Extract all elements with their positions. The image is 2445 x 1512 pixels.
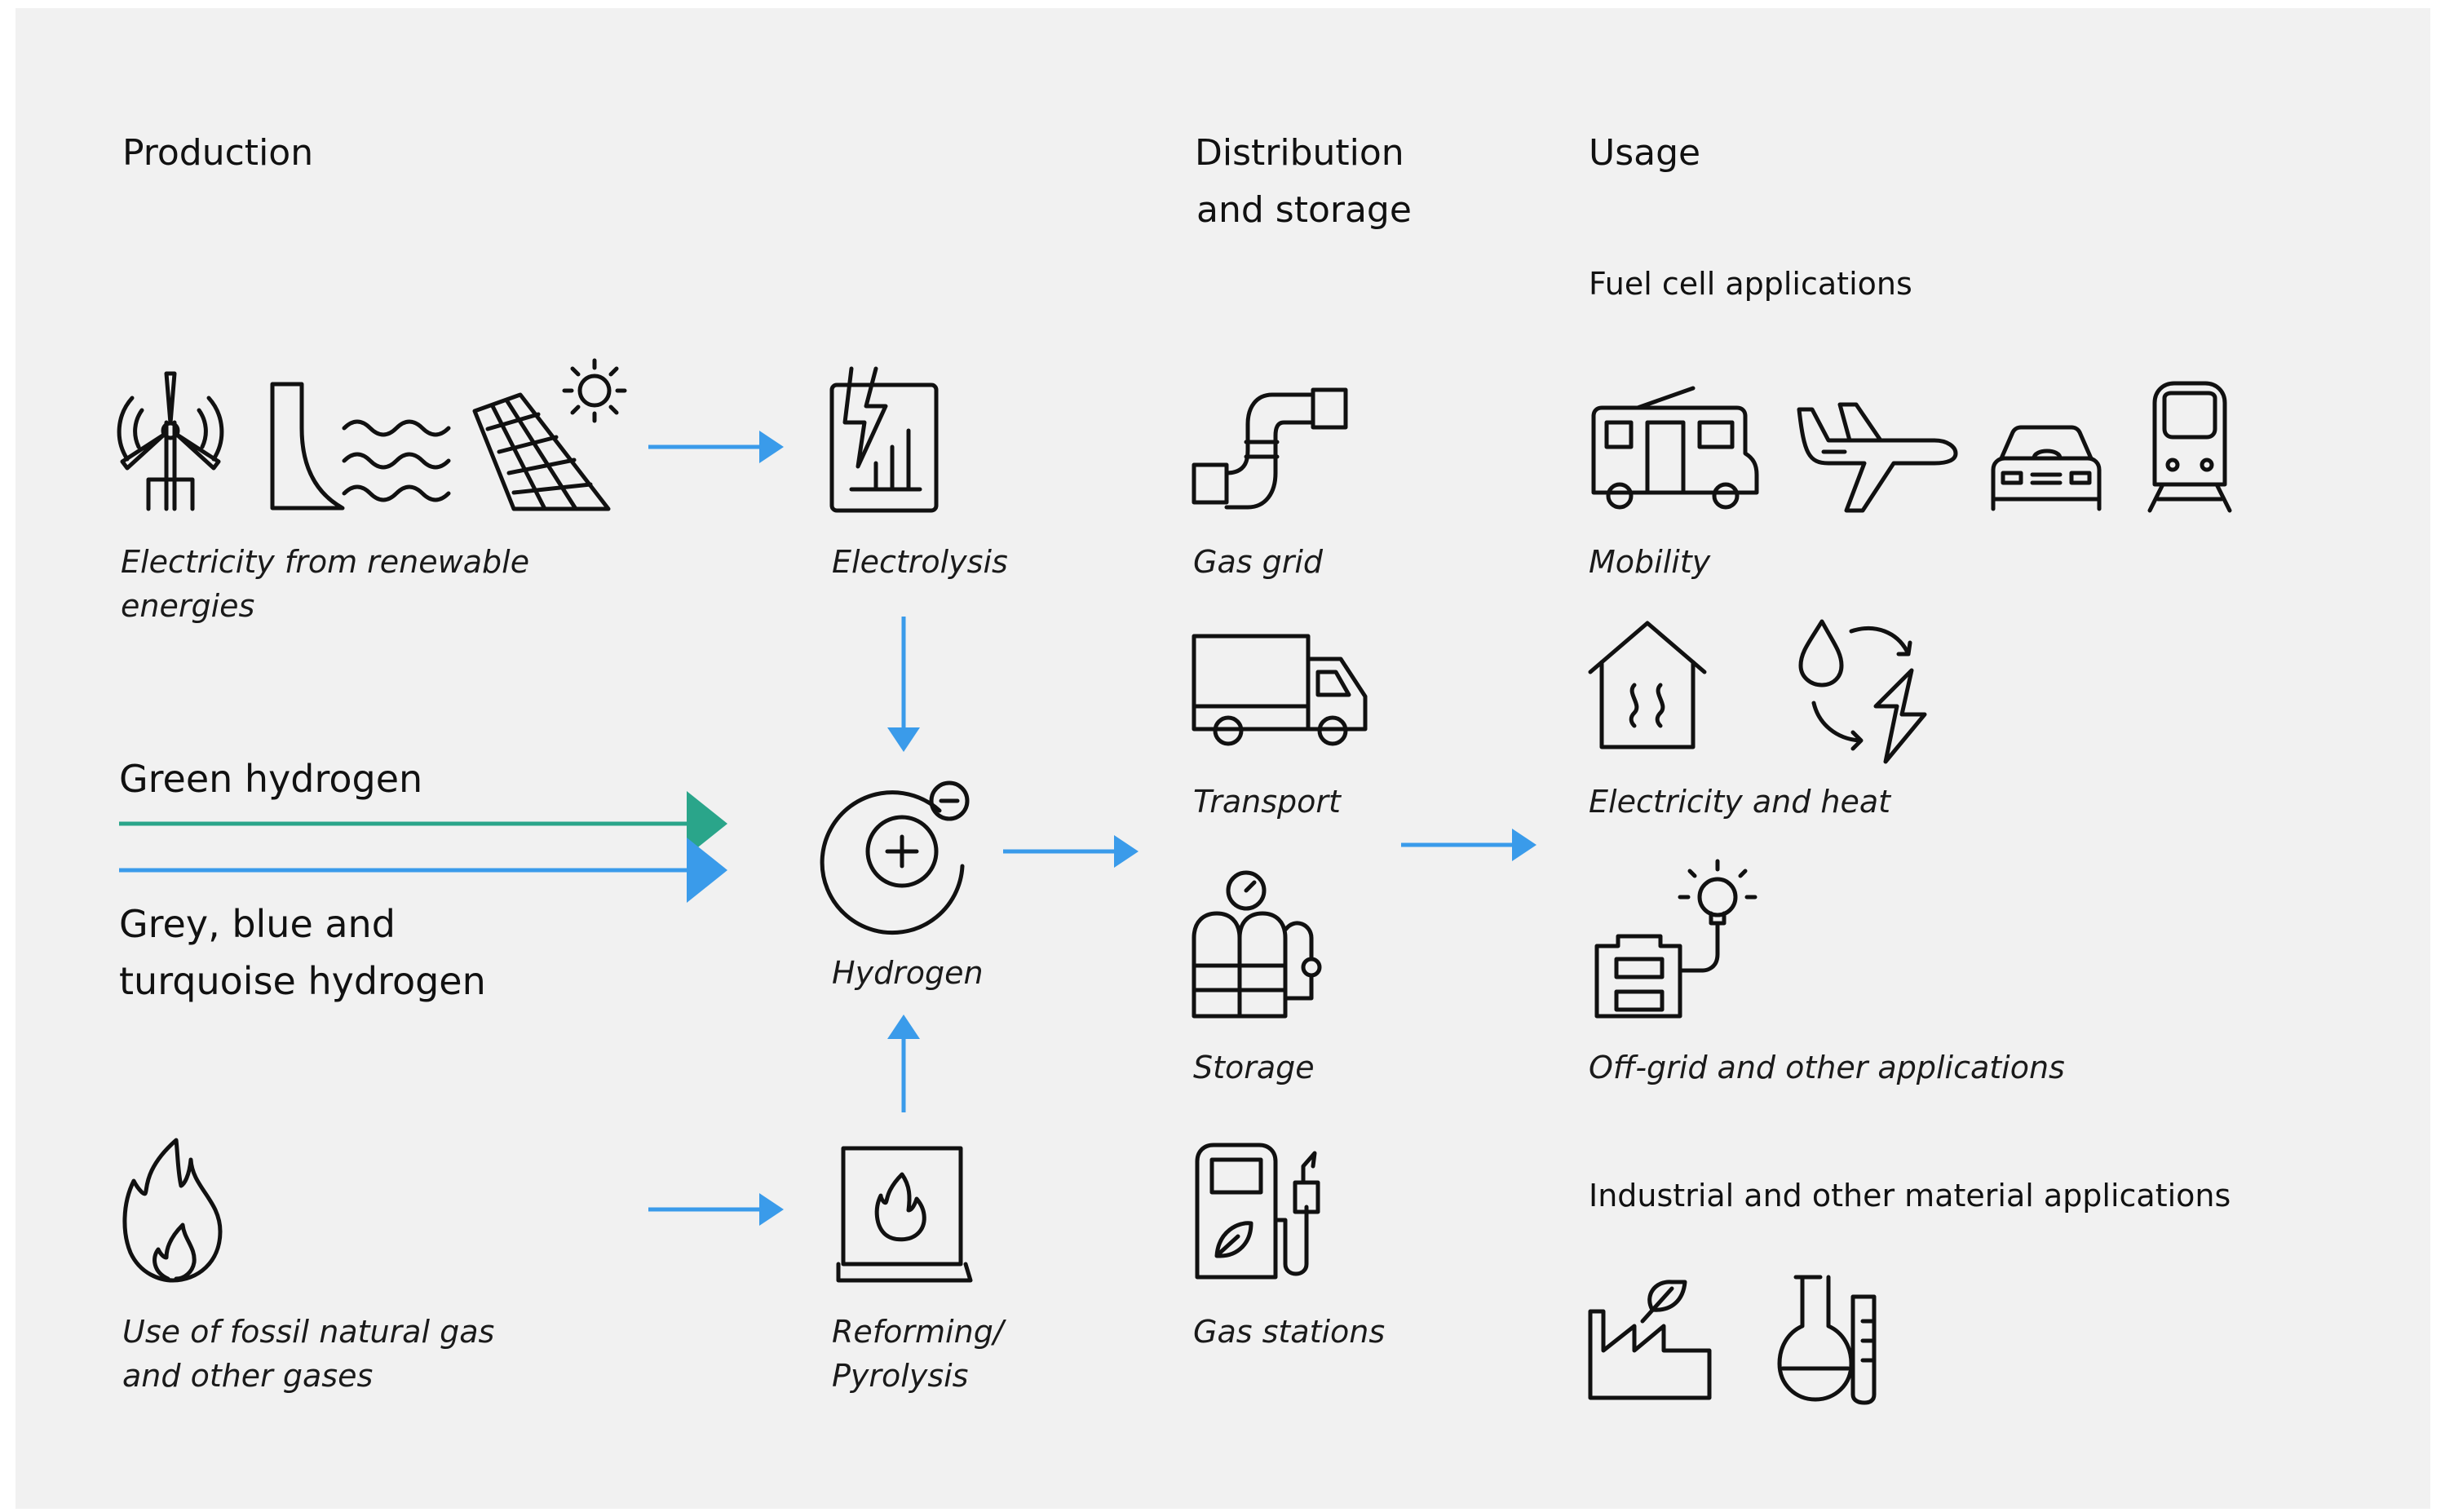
arrow-renewables-to-electrolysis <box>648 431 784 463</box>
reforming-caption-line2: Pyrolysis <box>832 1358 969 1394</box>
storage-caption: Storage <box>1193 1050 1315 1085</box>
green-arrow-head <box>687 791 727 856</box>
mobility-caption: Mobility <box>1589 544 1711 580</box>
grey-hydrogen-label-line2: turquoise hydrogen <box>119 959 486 1003</box>
green-hydrogen-label: Green hydrogen <box>119 757 423 801</box>
transport-caption: Transport <box>1193 784 1341 820</box>
renewables-caption-line2: energies <box>121 588 255 624</box>
hydro-dam-icon <box>270 382 451 511</box>
hydrogen-atom-icon <box>820 780 970 935</box>
solar-panel-icon <box>472 392 611 511</box>
arrow-fossil-to-reforming <box>648 1193 784 1226</box>
sun-icon <box>562 358 627 423</box>
distribution-heading-line2: and storage <box>1196 189 1412 231</box>
airplane-icon <box>1797 402 1958 513</box>
usage-heading: Usage <box>1589 132 1701 174</box>
electrolysis-icon <box>829 366 939 513</box>
reforming-caption-line1: Reforming/ <box>832 1314 1004 1350</box>
train-icon <box>2147 381 2232 513</box>
pipe-icon <box>1192 387 1348 510</box>
fuel-pump-icon <box>1195 1143 1320 1280</box>
electricity-heat-caption: Electricity and heat <box>1589 784 1891 820</box>
grey-hydrogen-label-line1: Grey, blue and <box>119 902 396 946</box>
distribution-heading-line1: Distribution <box>1195 132 1404 174</box>
electrolysis-caption: Electrolysis <box>832 544 1008 580</box>
fossil-caption-line2: and other gases <box>122 1358 374 1394</box>
generator-bulb-icon <box>1594 859 1757 1019</box>
car-icon <box>1991 425 2102 511</box>
water-electricity-cycle-icon <box>1798 619 1927 764</box>
arrow-hydrogen-to-distribution <box>1003 835 1138 868</box>
fuel-cell-heading: Fuel cell applications <box>1589 266 1912 302</box>
fossil-caption-line1: Use of fossil natural gas <box>122 1314 495 1350</box>
industrial-heading: Industrial and other material applicatio… <box>1589 1178 2231 1214</box>
offgrid-caption: Off-grid and other applications <box>1589 1050 2065 1085</box>
hydrogen-source-arrows <box>119 791 727 903</box>
arrow-electrolysis-to-hydrogen <box>887 617 920 752</box>
lab-flask-icon <box>1777 1275 1877 1405</box>
arrow-distribution-to-usage <box>1401 829 1536 861</box>
reformer-flame-icon <box>836 1146 973 1283</box>
gas-grid-caption: Gas grid <box>1193 544 1324 580</box>
blue-arrow-head <box>687 838 727 903</box>
truck-icon <box>1192 634 1368 746</box>
gas-stations-caption: Gas stations <box>1193 1314 1386 1350</box>
factory-leaf-icon <box>1588 1280 1712 1400</box>
camper-van-icon <box>1591 386 1759 510</box>
arrow-reforming-to-hydrogen <box>887 1015 920 1112</box>
wind-turbine-icon <box>117 371 224 511</box>
flame-icon <box>122 1138 223 1283</box>
hydrogen-caption: Hydrogen <box>832 955 984 991</box>
diagram-canvas <box>15 8 2430 1509</box>
renewables-caption-line1: Electricity from renewable <box>121 544 530 580</box>
gas-tanks-icon <box>1192 870 1322 1019</box>
production-heading: Production <box>122 132 314 174</box>
house-heating-icon <box>1588 621 1707 749</box>
